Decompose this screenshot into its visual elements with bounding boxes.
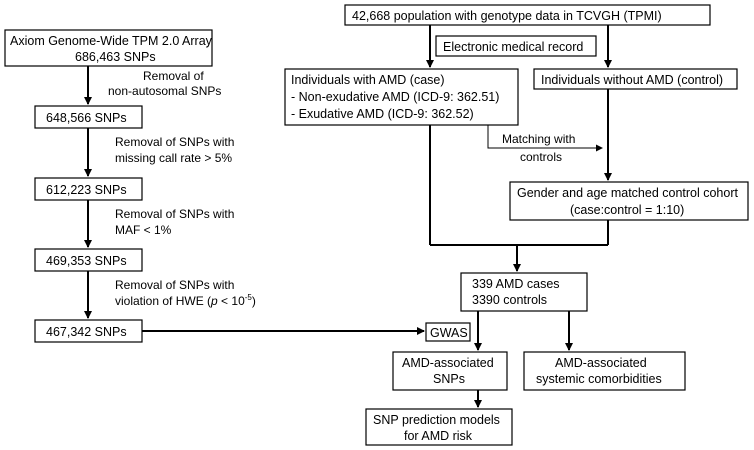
- case-box: [284, 68, 519, 126]
- control-label: Individuals without AMD (control): [541, 73, 723, 87]
- control-box: [533, 68, 738, 90]
- case-item-non-exudative: - Non-exudative AMD (ICD-9: 362.51): [291, 90, 499, 104]
- comorbidities-label-line1: AMD-associated: [555, 356, 647, 370]
- left-pipeline: Axiom Genome-Wide TPM 2.0 Array 686,463 …: [4, 29, 425, 343]
- snps-label-line2: SNPs: [433, 372, 465, 386]
- array-label-line2: 686,463 SNPs: [75, 50, 156, 64]
- controls-label: 3390 controls: [472, 293, 547, 307]
- right-pipeline: 42,668 population with genotype data in …: [284, 4, 749, 446]
- prediction-label-line2: for AMD risk: [404, 429, 473, 443]
- emr-box: [435, 35, 597, 57]
- array-label-line1: Axiom Genome-Wide TPM 2.0 Array: [10, 34, 213, 48]
- step4-label-line2: violation of HWE (p < 10-5): [115, 293, 256, 308]
- prediction-label-line1: SNP prediction models: [373, 413, 500, 427]
- cases-label: 339 AMD cases: [472, 277, 560, 291]
- arrow-case-to-matching: [487, 125, 603, 152]
- snps-box: [392, 351, 508, 391]
- gwas-label: GWAS: [430, 326, 468, 340]
- prediction-box: [365, 408, 513, 446]
- matched-box: [509, 181, 749, 221]
- count3-label: 469,353 SNPs: [46, 254, 127, 268]
- matching-label-line2: controls: [520, 150, 562, 164]
- count1-label: 648,566 SNPs: [46, 111, 127, 125]
- comorbidities-label-line2: systemic comorbidities: [536, 372, 662, 386]
- comorbidities-box: [523, 351, 686, 391]
- step1-label-line2: non-autosomal SNPs: [108, 84, 221, 98]
- step3-label-line1: Removal of SNPs with: [115, 207, 234, 221]
- count2-label: 612,223 SNPs: [46, 183, 127, 197]
- emr-label: Electronic medical record: [443, 40, 583, 54]
- step3-label-line2: MAF < 1%: [115, 223, 172, 237]
- step1-label-line1: Removal of: [143, 69, 204, 83]
- case-title: Individuals with AMD (case): [291, 73, 445, 87]
- step2-label-line2: missing call rate > 5%: [115, 151, 232, 165]
- cohort-box: [460, 272, 588, 312]
- step4-label-line1: Removal of SNPs with: [115, 278, 234, 292]
- step2-label-line1: Removal of SNPs with: [115, 135, 234, 149]
- array-box: [4, 29, 213, 67]
- population-box: [344, 4, 711, 26]
- population-label: 42,668 population with genotype data in …: [352, 9, 662, 23]
- matched-label-line1: Gender and age matched control cohort: [517, 186, 738, 200]
- count4-label: 467,342 SNPs: [46, 325, 127, 339]
- gwas-box: [425, 322, 471, 342]
- snps-label-line1: AMD-associated: [402, 356, 494, 370]
- case-item-exudative: - Exudative AMD (ICD-9: 362.52): [291, 107, 474, 121]
- matching-label-line1: Matching with: [502, 132, 575, 146]
- matched-label-line2: (case:control = 1:10): [570, 203, 684, 217]
